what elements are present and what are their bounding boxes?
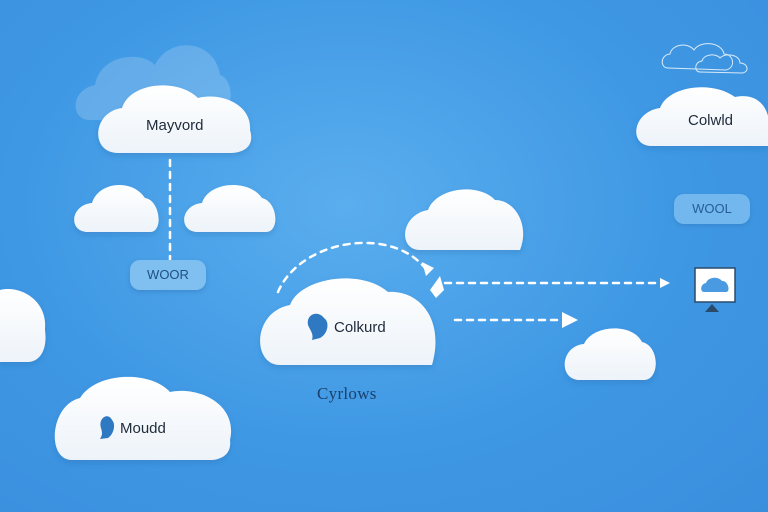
cloud-center[interactable] xyxy=(260,278,436,365)
chip-right-label: WOOL xyxy=(692,201,732,216)
cloud-right-small xyxy=(564,328,656,380)
chip-left[interactable]: WOOR xyxy=(130,260,206,290)
person-icon xyxy=(100,416,115,439)
cloud-small-left-1 xyxy=(74,184,159,232)
cloud-center-label: Colkurd xyxy=(334,319,386,336)
chip-left-label: WOOR xyxy=(147,267,189,282)
person-icon xyxy=(307,313,328,340)
cloud-middle xyxy=(405,189,524,250)
cloud-bottom-left[interactable] xyxy=(54,376,232,460)
connector-lines xyxy=(168,158,662,322)
center-caption: Cyrlows xyxy=(317,384,377,403)
cloud-bottom-left-label: Moudd xyxy=(120,420,166,437)
cloud-top-left[interactable] xyxy=(98,85,252,153)
cloud-top-left-label: Mayvord xyxy=(146,117,204,134)
cloud-top-right[interactable] xyxy=(636,87,768,146)
connector-arc xyxy=(276,241,427,294)
cloud-top-right-label: Colwld xyxy=(688,112,734,129)
cloud-outline-icon xyxy=(661,43,748,74)
cloud-small-left-2 xyxy=(184,184,276,232)
arrow-head-icon xyxy=(422,262,670,328)
cloud-left-edge xyxy=(0,289,46,362)
monitor-icon xyxy=(694,267,736,312)
chip-right[interactable]: WOOL xyxy=(674,194,750,224)
